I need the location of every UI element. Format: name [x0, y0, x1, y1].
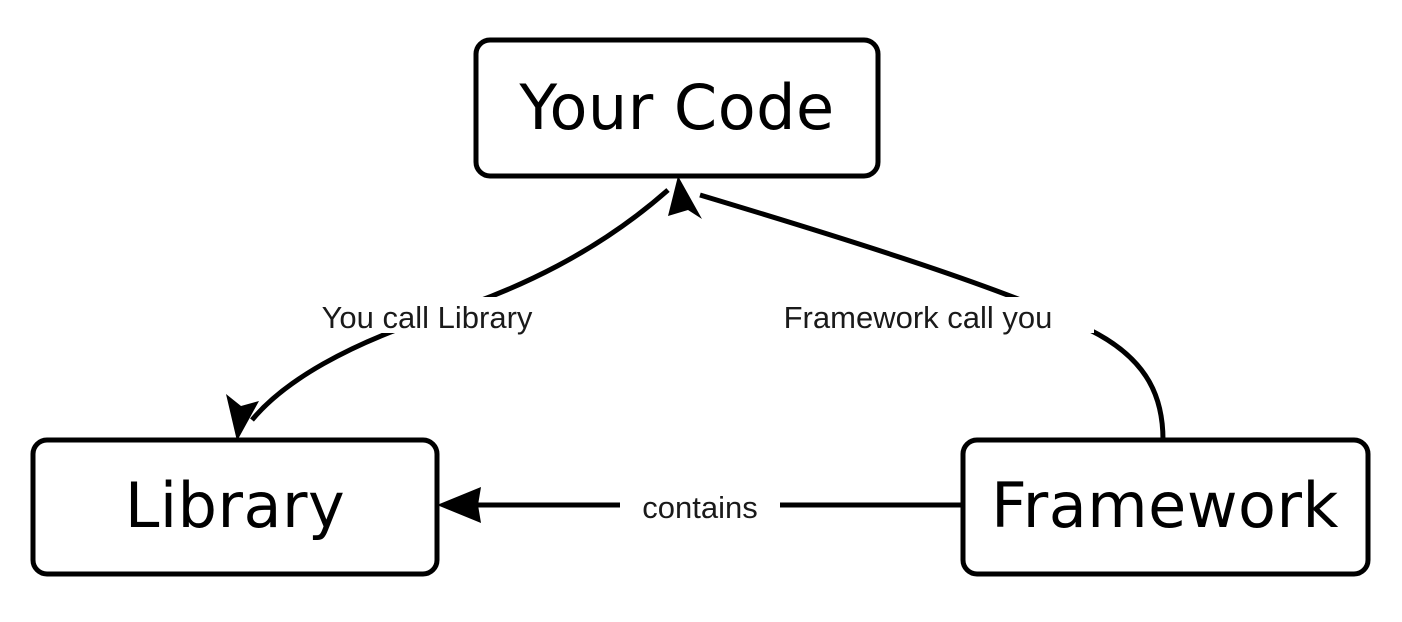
node-your-code-label: Your Code	[518, 71, 834, 144]
label-backdrop-framework-call-you	[742, 297, 1094, 333]
label-backdrop-you-call-library	[286, 297, 568, 333]
node-your-code-box	[473, 37, 881, 179]
node-your-code[interactable]: Your Code	[473, 37, 881, 179]
arrowhead-up-into-your-code	[668, 176, 702, 219]
node-library-box	[30, 437, 440, 577]
edge-label-contains: contains	[642, 490, 757, 525]
node-framework-label: Framework	[991, 469, 1339, 542]
node-library[interactable]: Library	[30, 437, 440, 577]
node-framework-box	[960, 437, 1371, 577]
edge-your-code-to-library[interactable]: You call Library	[226, 188, 670, 441]
edge-label-you-call-library: You call Library	[322, 300, 533, 335]
node-library-label: Library	[125, 469, 345, 542]
edge-label-framework-call-you: Framework call you	[784, 300, 1053, 335]
edge-framework-to-your-code[interactable]: Framework call you	[668, 176, 1166, 441]
node-framework[interactable]: Framework	[960, 437, 1371, 577]
label-backdrop-contains	[620, 487, 780, 523]
edge-framework-to-library[interactable]: contains	[437, 487, 963, 525]
arrowhead-down-into-library	[226, 394, 259, 441]
arrowhead-left-into-library	[437, 487, 481, 523]
